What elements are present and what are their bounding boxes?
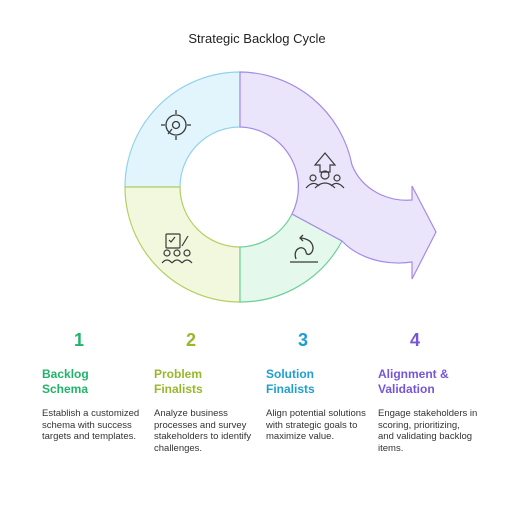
step-number: 4 — [409, 330, 420, 350]
step-number: 1 — [73, 330, 84, 350]
diagram-title: Strategic Backlog Cycle — [188, 31, 326, 46]
step-name-line1: Backlog — [42, 367, 89, 381]
growth-team-icon — [305, 152, 345, 189]
survey-team-icon — [161, 233, 193, 264]
step-name-line1: Problem — [154, 367, 203, 381]
step-number: 2 — [185, 330, 196, 350]
step-name-line2: Finalists — [154, 382, 203, 396]
step-name-line2: Schema — [42, 382, 89, 396]
step-1: 1 Backlog Schema Establish a customized … — [42, 330, 142, 443]
step-name: Alignment & Validation — [378, 367, 478, 399]
step-2: 2 Problem Finalists Analyze business pro… — [154, 330, 254, 454]
path-icon — [290, 234, 318, 263]
step-description: Align potential solutions with strategic… — [266, 408, 366, 442]
step-name: Backlog Schema — [42, 367, 142, 399]
step-description: Establish a customized schema with succe… — [42, 408, 140, 442]
step-4: 4 Alignment & Validation Engage stakehol… — [378, 330, 478, 454]
step-name-line2: Finalists — [266, 382, 315, 396]
step-description: Engage stakeholders in scoring, prioriti… — [378, 408, 478, 454]
step-name-line1: Alignment & — [378, 367, 449, 381]
step-name: Solution Finalists — [266, 367, 366, 399]
target-icon — [161, 110, 191, 140]
step-name-line2: Validation — [378, 382, 435, 396]
step-3: 3 Solution Finalists Align potential sol… — [266, 330, 366, 443]
step-description: Analyze business processes and survey st… — [154, 408, 252, 454]
step-number: 3 — [297, 330, 308, 350]
segment-backlog-schema — [124, 71, 241, 188]
step-name-line1: Solution — [266, 367, 314, 381]
step-name: Problem Finalists — [154, 367, 254, 399]
